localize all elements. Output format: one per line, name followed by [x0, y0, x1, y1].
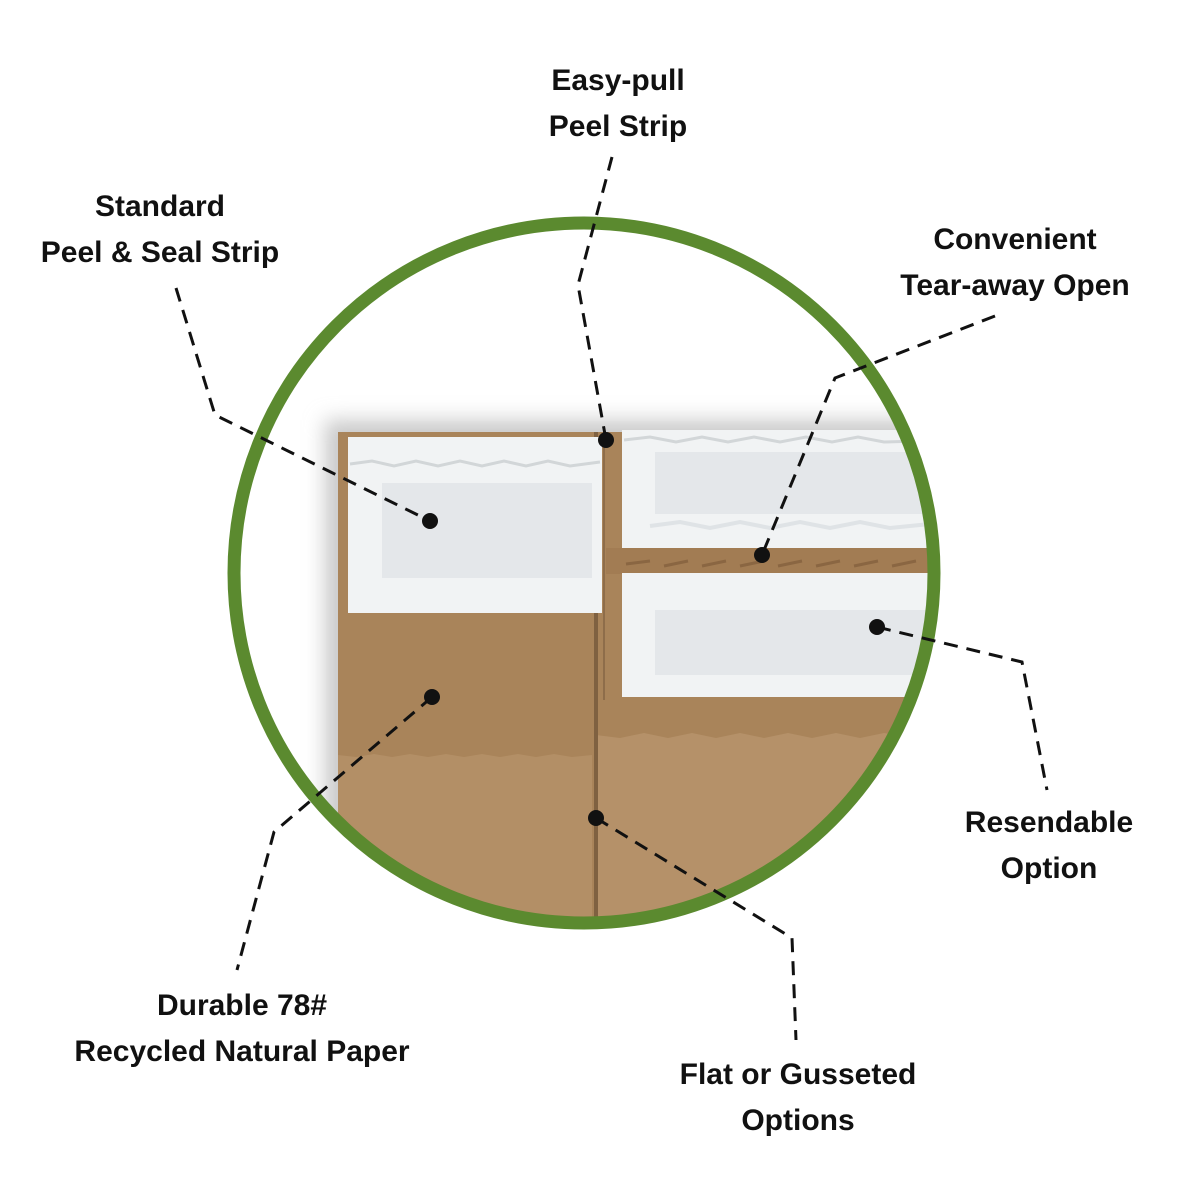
tear-away-band	[606, 548, 934, 574]
flat-gusseted-dot	[588, 810, 604, 826]
upper-strip-serration	[623, 435, 934, 444]
durable-leader	[235, 695, 433, 971]
standard-dot	[422, 513, 438, 529]
product-photo	[234, 223, 934, 923]
easy-pull-line2: Peel Strip	[548, 110, 688, 143]
durable-dot	[424, 689, 440, 705]
left-strip-serration	[349, 459, 601, 468]
tear-away-dot	[754, 547, 770, 563]
flat-gusseted-callout: Flat or Gusseted Options	[588, 1052, 1008, 1144]
durable-line2: Recycled Natural Paper	[74, 1035, 410, 1068]
flat-gusseted-line1: Flat or Gusseted	[679, 1058, 917, 1091]
tear-away-line2: Tear-away Open	[900, 269, 1130, 302]
tear-away-line1: Convenient	[933, 223, 1097, 256]
standard-line1: Standard	[94, 190, 226, 223]
green-ring	[227, 216, 941, 930]
easy-pull-leader	[576, 156, 614, 441]
tear-perforation	[625, 559, 917, 568]
durable-line1: Durable 78#	[156, 989, 328, 1022]
easy-pull-line1: Easy-pull	[551, 64, 685, 97]
upper-strip-wave	[649, 519, 931, 531]
tear-away-callout: Convenient Tear-away Open	[805, 217, 1200, 309]
resendable-callout: Resendable Option	[839, 800, 1200, 892]
tear-away-leader	[760, 314, 996, 556]
durable-callout: Durable 78# Recycled Natural Paper	[32, 983, 452, 1075]
flat-gusseted-leader	[595, 816, 798, 1041]
resendable-leader	[876, 625, 1049, 791]
resendable-line1: Resendable	[964, 806, 1134, 839]
left-release-liner	[382, 483, 592, 578]
standard-callout: Standard Peel & Seal Strip	[0, 184, 370, 276]
easy-pull-dot	[598, 432, 614, 448]
flat-gusseted-line2: Options	[741, 1104, 855, 1137]
standard-line2: Peel & Seal Strip	[40, 236, 280, 269]
resendable-line2: Option	[1000, 852, 1098, 885]
resendable-release-liner	[655, 610, 934, 675]
upper-release-liner	[655, 452, 934, 514]
resendable-dot	[869, 619, 885, 635]
easy-pull-callout: Easy-pull Peel Strip	[408, 58, 828, 150]
